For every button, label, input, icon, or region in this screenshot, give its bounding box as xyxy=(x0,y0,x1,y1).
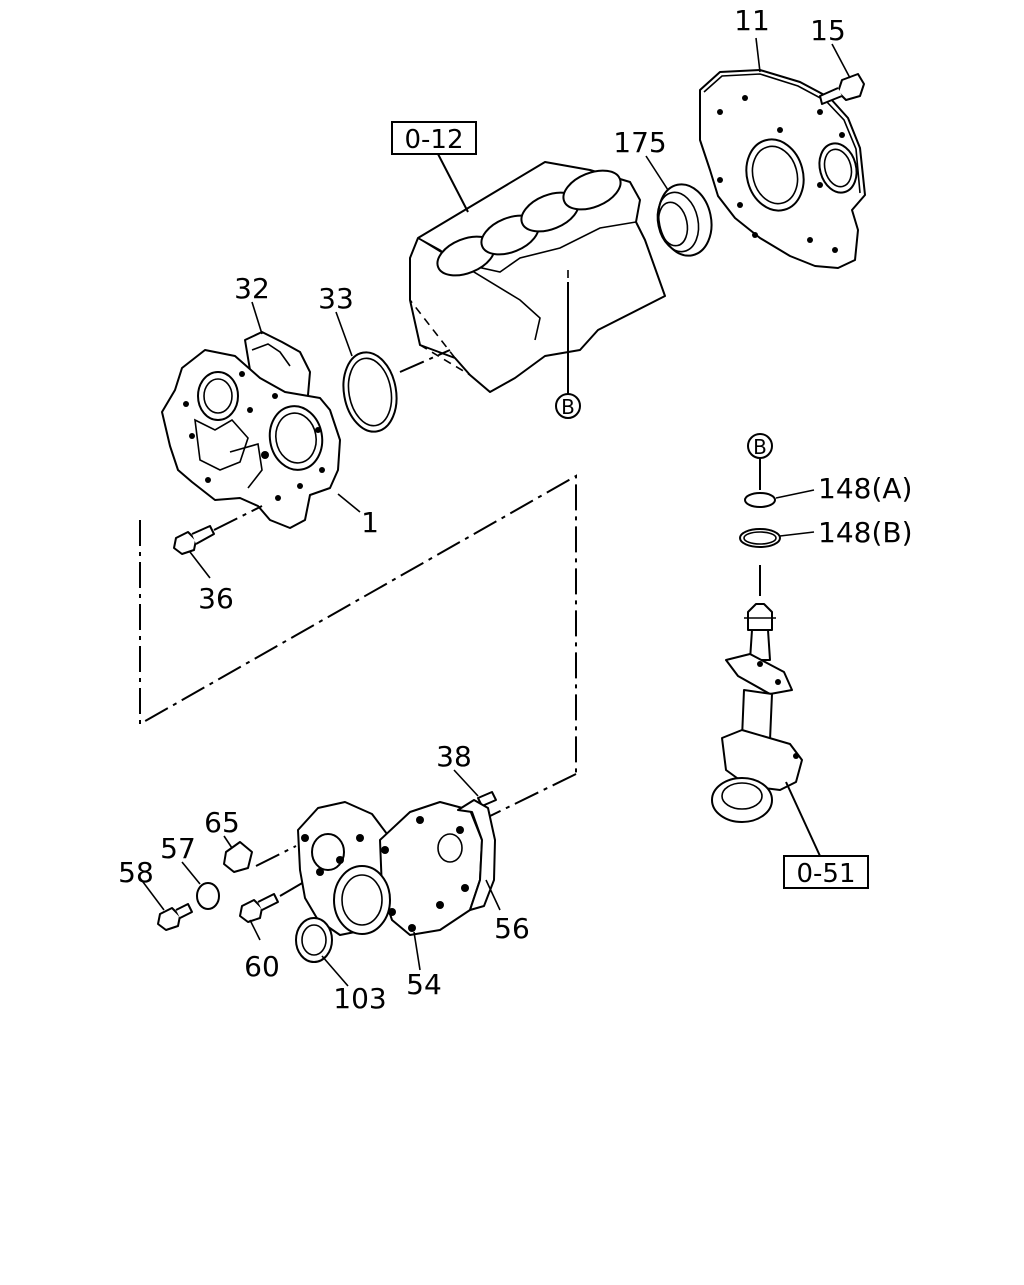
cap-57 xyxy=(196,882,220,910)
oil-seal-103 xyxy=(295,917,333,963)
callout-58: 58 xyxy=(118,856,154,889)
oil-ring-148a xyxy=(744,492,776,508)
callout-175: 175 xyxy=(613,126,666,159)
plate-65 xyxy=(223,841,297,873)
callout-148b: 148(B) xyxy=(818,516,913,549)
assembly-line-33 xyxy=(399,349,451,373)
oil-seal-175 xyxy=(656,183,713,257)
callout-labels: 11 15 175 32 33 1 36 38 65 57 58 60 103 … xyxy=(118,4,912,1015)
callout-38: 38 xyxy=(436,740,472,773)
callout-33: 33 xyxy=(318,282,354,315)
bolt-58 xyxy=(157,903,193,931)
callout-32: 32 xyxy=(234,272,270,305)
callout-1: 1 xyxy=(361,506,379,539)
front-plate-1 xyxy=(161,349,341,529)
circle-b-label-block: B xyxy=(561,395,575,419)
callout-56: 56 xyxy=(494,912,530,945)
circle-b-marker-block: B xyxy=(555,282,581,419)
callout-60: 60 xyxy=(244,950,280,983)
o-ring-148b xyxy=(739,528,781,548)
bolt-60 xyxy=(239,881,305,923)
ref-0-12-label: 0-12 xyxy=(404,125,463,155)
ref-box-0-51: 0-51 xyxy=(783,781,869,889)
rear-plate xyxy=(699,69,866,269)
gear-case-54 xyxy=(297,801,483,936)
circle-b-marker-pump: B xyxy=(747,433,773,490)
callout-65: 65 xyxy=(204,806,240,839)
o-ring-33 xyxy=(342,351,398,433)
cylinder-block xyxy=(409,161,666,393)
callout-103: 103 xyxy=(333,982,386,1015)
callout-15: 15 xyxy=(810,14,846,47)
callout-57: 57 xyxy=(160,832,196,865)
callout-54: 54 xyxy=(406,968,442,1001)
oil-pump xyxy=(711,603,803,823)
cover-56 xyxy=(457,799,496,911)
ref-box-0-12: 0-12 xyxy=(391,121,477,213)
ref-0-51-label: 0-51 xyxy=(796,859,855,889)
leader-lines xyxy=(139,37,851,987)
callout-148a: 148(A) xyxy=(818,472,912,505)
assembly-line-cover xyxy=(485,773,577,819)
bolt-36 xyxy=(173,505,263,555)
callout-36: 36 xyxy=(198,582,234,615)
circle-b-label-pump: B xyxy=(753,435,767,459)
assembly-frame-line xyxy=(139,474,577,774)
bolt-15 xyxy=(819,73,865,105)
callout-11: 11 xyxy=(734,4,770,37)
